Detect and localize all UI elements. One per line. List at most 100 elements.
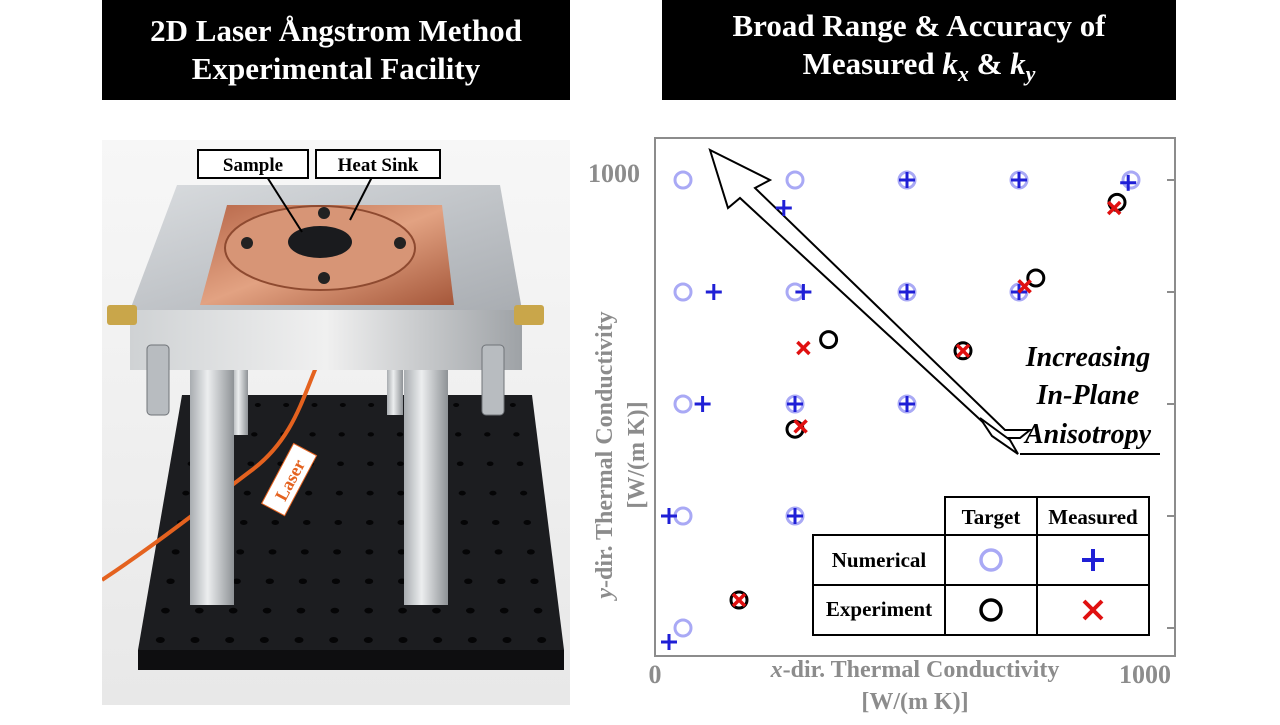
breadboard-hole	[397, 549, 406, 555]
legend-row-numerical: Numerical	[832, 548, 927, 572]
measured-numerical-point	[1120, 174, 1137, 191]
y-tick-1000: 1000	[588, 159, 640, 188]
target-experiment-point	[785, 419, 805, 439]
measured-numerical-point	[661, 634, 677, 650]
breadboard-hole	[330, 607, 340, 614]
x-axis-label: x-dir. Thermal Conductivity	[770, 657, 1060, 683]
breadboard-hole	[331, 578, 341, 584]
conductivity-chart: 1000 0 1000 x-dir. Thermal Conductivity …	[580, 120, 1280, 720]
breadboard-hole	[363, 637, 373, 643]
breadboard-hole	[398, 637, 408, 643]
breadboard-hole	[339, 403, 346, 407]
breadboard-hole	[228, 607, 238, 614]
breadboard-hole	[333, 549, 342, 555]
breadboard-hole	[283, 403, 290, 407]
breadboard-hole	[329, 637, 339, 643]
target-numerical-point	[673, 394, 693, 414]
breadboard-hole	[397, 461, 404, 466]
x-bar	[793, 419, 808, 434]
breadboard-hole	[364, 578, 374, 584]
measured-experiment-point	[1017, 279, 1032, 294]
breadboard-hole	[460, 520, 468, 525]
breadboard-hole	[516, 461, 524, 466]
breadboard-hole	[236, 549, 245, 555]
breadboard-hole	[335, 490, 343, 496]
breadboard-hole	[499, 607, 509, 614]
breadboard-hole	[398, 607, 407, 614]
anisotropy-arrow	[708, 148, 1033, 439]
x-bar	[1106, 200, 1122, 216]
breadboard-hole	[300, 549, 309, 555]
breadboard-hole	[334, 520, 342, 525]
breadboard-hole	[365, 549, 374, 555]
breadboard-hole	[311, 403, 318, 407]
breadboard-hole	[259, 637, 269, 643]
left-title-line1: 2D Laser Ångstrom Method	[150, 13, 522, 48]
x-tick-0: 0	[649, 660, 662, 689]
measured-numerical-point	[1011, 172, 1027, 188]
y-axis-label: y-dir. Thermal Conductivity	[592, 311, 618, 601]
x-bar	[955, 343, 971, 359]
legend-row-experiment: Experiment	[826, 597, 932, 621]
legend-measured-experiment-marker	[1082, 599, 1104, 621]
breadboard-hole	[453, 403, 460, 407]
sample-label: Sample	[223, 155, 283, 176]
y-ticks	[1167, 179, 1175, 629]
breadboard-hole	[456, 461, 464, 466]
right-title-amp: &	[968, 45, 1011, 81]
right-title-measured: Measured	[802, 45, 943, 81]
breadboard-hole	[296, 607, 306, 614]
breadboard-hole	[161, 607, 170, 614]
annotation-line1: Increasing	[1025, 342, 1150, 373]
breadboard-hole	[520, 490, 528, 496]
breadboard-hole	[294, 637, 304, 643]
breadboard-hole	[262, 607, 272, 614]
breadboard-hole	[338, 432, 345, 437]
breadboard-hole	[364, 607, 373, 614]
measured-numerical-point	[694, 396, 711, 412]
breadboard-hole	[171, 549, 180, 555]
target-experiment-point	[1026, 268, 1046, 288]
breadboard-hole	[155, 637, 165, 643]
facility-illustration: Sample Heat Sink Laser	[102, 140, 570, 705]
breadboard-hole	[251, 432, 258, 437]
breadboard-hole	[509, 403, 516, 407]
breadboard-hole	[530, 578, 539, 584]
breadboard-hole	[305, 490, 313, 496]
breadboard-hole	[523, 520, 531, 525]
breadboard-hole	[190, 637, 200, 643]
measured-numerical-point	[787, 508, 803, 524]
target-numerical-point	[673, 282, 693, 302]
x-axis-unit: [W/(m K)]	[861, 689, 968, 715]
breadboard-hole	[497, 578, 506, 584]
breadboard-hole	[337, 461, 344, 466]
ky-symbol: ky	[1010, 45, 1036, 87]
measured-experiment-point	[731, 592, 747, 608]
chart-svg: 1000 0 1000 x-dir. Thermal Conductivity …	[588, 137, 1176, 715]
breadboard-hole	[271, 520, 279, 525]
breadboard-hole	[492, 520, 500, 525]
y-axis-unit: [W/(m K)]	[624, 401, 650, 508]
x-bar	[796, 340, 811, 356]
breadboard-hole	[486, 461, 494, 466]
measured-numerical-point	[899, 284, 915, 300]
breadboard-hole	[537, 637, 547, 643]
breadboard-hole	[489, 490, 497, 496]
legend-target-experiment-marker	[979, 598, 1003, 622]
breadboard-hole	[467, 637, 477, 643]
target-experiment-point	[729, 590, 749, 610]
breadboard-hole	[254, 403, 261, 407]
annotation-line3: Anisotropy	[1023, 419, 1152, 450]
breadboard-hole	[466, 607, 475, 614]
left-panel-title: 2D Laser Ångstrom Method Experimental Fa…	[102, 0, 570, 100]
legend-col-measured: Measured	[1048, 505, 1138, 529]
legend-col-target: Target	[962, 505, 1021, 529]
breadboard-hole	[265, 578, 274, 584]
heat-sink-label: Heat Sink	[338, 155, 419, 176]
target-numerical-point	[785, 170, 805, 190]
breadboard-hole	[268, 549, 277, 555]
breadboard-hole	[298, 578, 307, 584]
measured-numerical-point	[705, 284, 722, 300]
target-numerical-point	[673, 170, 693, 190]
measured-numerical-point	[661, 508, 677, 524]
